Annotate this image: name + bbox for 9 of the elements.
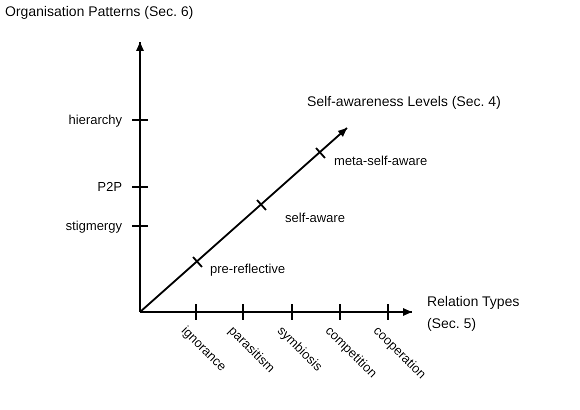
tick-label: meta-self-aware (334, 152, 428, 170)
tick-label: hierarchy (68, 111, 122, 129)
axis-title: Self-awareness Levels (Sec. 4) (307, 92, 501, 110)
axis-title: Organisation Patterns (Sec. 6) (5, 2, 194, 20)
axis-title: Relation Types (Sec. 5) (427, 292, 520, 333)
tick-label: P2P (97, 178, 122, 196)
tick-label: pre-reflective (210, 260, 286, 278)
tick-label: self-aware (285, 209, 345, 227)
tick-label: stigmergy (66, 217, 122, 235)
